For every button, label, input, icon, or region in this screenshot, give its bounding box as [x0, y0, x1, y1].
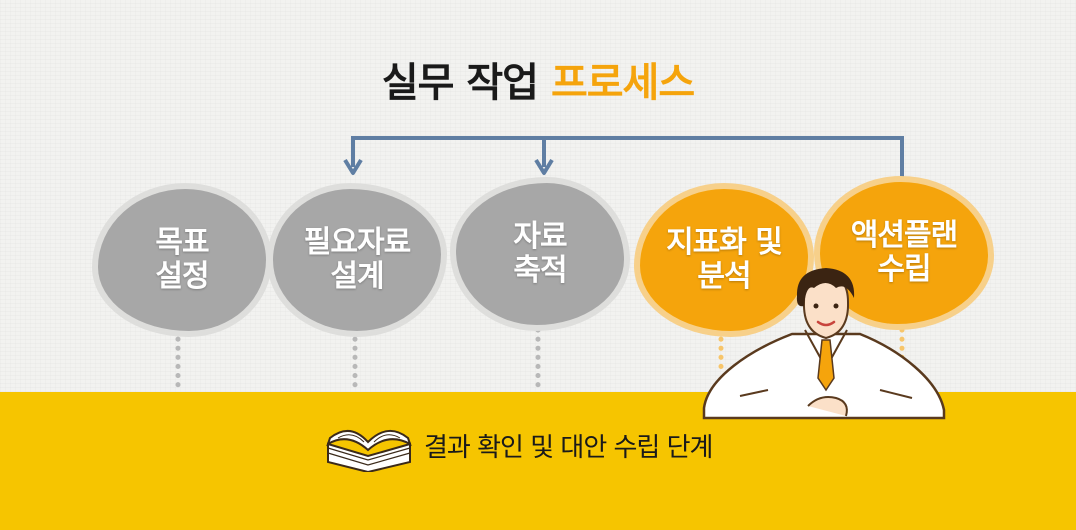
businessman-illustration [702, 268, 946, 420]
feedback-connector [343, 136, 904, 178]
result-review-caption: 결과 확인 및 대안 수립 단계 [424, 433, 713, 463]
step-action-plan: 액션플랜 수립 [820, 182, 988, 324]
arrow-head-2 [534, 158, 554, 175]
open-book-icon [326, 430, 412, 472]
dotted-leaders [175, 327, 905, 392]
connector-line [351, 136, 904, 178]
arrow-head-1 [343, 158, 363, 175]
title-main: 실무 작업 [381, 60, 539, 106]
page-title: 실무 작업 프로세스 [0, 50, 1076, 108]
step-indexing-analysis: 지표화 및 분석 [640, 189, 808, 331]
title-accent: 프로세스 [550, 60, 695, 106]
step-data-design: 필요자료 설계 [273, 189, 441, 331]
step-data-accumulation: 자료 축적 [456, 183, 624, 325]
step-goal-setting: 목표 설정 [98, 189, 266, 331]
